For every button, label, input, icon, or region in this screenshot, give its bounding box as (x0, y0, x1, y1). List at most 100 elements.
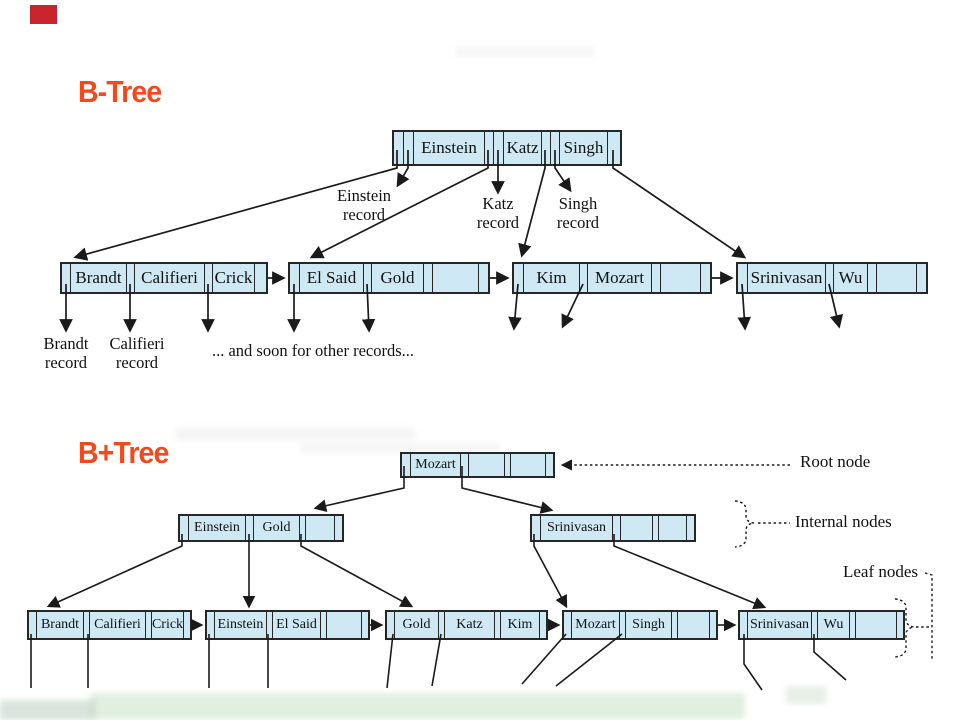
empty-cell (677, 612, 709, 638)
btree-leaf-node-1: Brandt Califieri Crick (60, 262, 268, 294)
pointer-cell (266, 612, 272, 638)
empty-cell (468, 454, 504, 476)
pointer-cell (686, 516, 694, 540)
watermark-smudge (300, 443, 500, 453)
pointer-cell (612, 516, 620, 540)
key-cell: Srinivasan (747, 612, 811, 638)
key-cell: Gold (394, 612, 438, 638)
empty-cell (660, 264, 700, 292)
record-label-name: Brandt (43, 334, 89, 353)
pointer-cell (504, 454, 510, 476)
pointer-cell (564, 612, 571, 638)
pointer-cell (652, 516, 658, 540)
key-cell: Katz (444, 612, 494, 638)
bplus-leaf-node-1: Brandt Califieri Crick (27, 610, 192, 640)
arrow-root-to-leaf4 (612, 150, 747, 259)
bplus-leaf-node-5: Srinivasan Wu (738, 610, 905, 640)
key-cell: Katz (503, 132, 541, 164)
bplustree-section-title: B+Tree (78, 435, 169, 470)
key-cell: Brandt (70, 264, 126, 292)
pointer-cell (423, 264, 432, 292)
pointer-cell (896, 612, 903, 638)
key-cell: Crick (212, 264, 254, 292)
pointer-cell (254, 264, 266, 292)
pointer-cell (207, 612, 214, 638)
bplus-leaf-node-3: Gold Katz Kim (385, 610, 548, 640)
pointer-cell (290, 264, 299, 292)
key-cell: Srinivasan (540, 516, 612, 540)
pointer-cell (180, 516, 188, 540)
pointer-cell (402, 454, 410, 476)
pointer-cell (183, 612, 190, 638)
pointer-cell (607, 132, 620, 164)
empty-cell (620, 516, 652, 540)
record-label: Brandt record (28, 334, 104, 373)
pointer-cell (460, 454, 468, 476)
record-label-word: record (556, 213, 600, 233)
bplus-record-line-group (30, 633, 847, 691)
pointer-cell (387, 612, 394, 638)
record-pointer-line (743, 634, 763, 691)
key-cell: Einstein (413, 132, 484, 164)
pointer-cell (867, 264, 876, 292)
pointer-cell (62, 264, 70, 292)
footer-watermark (0, 700, 95, 720)
key-cell: Srinivasan (747, 264, 825, 292)
footer-watermark (786, 686, 826, 704)
btree-leaf-node-4: Srinivasan Wu (736, 262, 928, 294)
record-label: Califieri record (99, 334, 175, 373)
key-cell: Wu (833, 264, 867, 292)
pointer-cell (849, 612, 855, 638)
pointer-cell (204, 264, 212, 292)
arrow-internal-to-leaf1 (46, 534, 183, 608)
key-cell: Einstein (188, 516, 245, 540)
key-cell: Singh (625, 612, 671, 638)
bplus-internal-node-left: Einstein Gold (178, 514, 344, 542)
record-pointer-line (386, 633, 394, 689)
pointer-cell (579, 264, 587, 292)
pointer-cell (394, 132, 403, 164)
record-pointer-line (521, 633, 567, 685)
btree-leaf-node-3: Kim Mozart (512, 262, 712, 294)
record-label-name: Einstein (336, 186, 392, 205)
key-cell: El Said (299, 264, 363, 292)
key-cell: Califieri (134, 264, 204, 292)
pointer-cell (514, 264, 523, 292)
key-cell: Wu (817, 612, 849, 638)
arrow-internal-to-leaf3 (300, 534, 414, 608)
key-cell: Singh (559, 132, 607, 164)
pointer-cell (484, 132, 493, 164)
key-cell: Mozart (410, 454, 460, 476)
pointer-cell (478, 264, 488, 292)
key-cell: Gold (371, 264, 423, 292)
record-label-word: record (342, 205, 386, 225)
watermark-smudge (455, 46, 595, 57)
internal-nodes-brace (734, 500, 755, 548)
key-cell: Crick (151, 612, 183, 638)
internal-nodes-annotation: Internal nodes (795, 512, 892, 531)
key-cell: Kim (500, 612, 539, 638)
pointer-cell (320, 612, 326, 638)
empty-cell (876, 264, 916, 292)
watermark-smudge (175, 428, 415, 440)
leaf-nodes-annotation: Leaf nodes (843, 562, 919, 581)
footer-watermark (90, 693, 745, 719)
pointer-cell (245, 516, 253, 540)
record-label-word: record (44, 353, 88, 373)
record-label-word: record (476, 213, 520, 233)
pointer-cell (545, 454, 553, 476)
empty-cell (326, 612, 361, 638)
pointer-cell (916, 264, 926, 292)
record-pointer-cell (550, 132, 559, 164)
arrow-internal-to-leaf4 (533, 534, 568, 609)
record-label: Einstein record (322, 186, 406, 225)
btree-root-node: Einstein Katz Singh (392, 130, 622, 166)
record-label-name: Katz (482, 194, 514, 213)
empty-cell (305, 516, 334, 540)
pointer-cell (700, 264, 710, 292)
pointer-cell (619, 612, 625, 638)
other-records-note: ... and soon for other records... (211, 341, 415, 360)
record-pointer-line (555, 633, 623, 687)
bplus-leaf-node-2: Einstein El Said (205, 610, 370, 640)
